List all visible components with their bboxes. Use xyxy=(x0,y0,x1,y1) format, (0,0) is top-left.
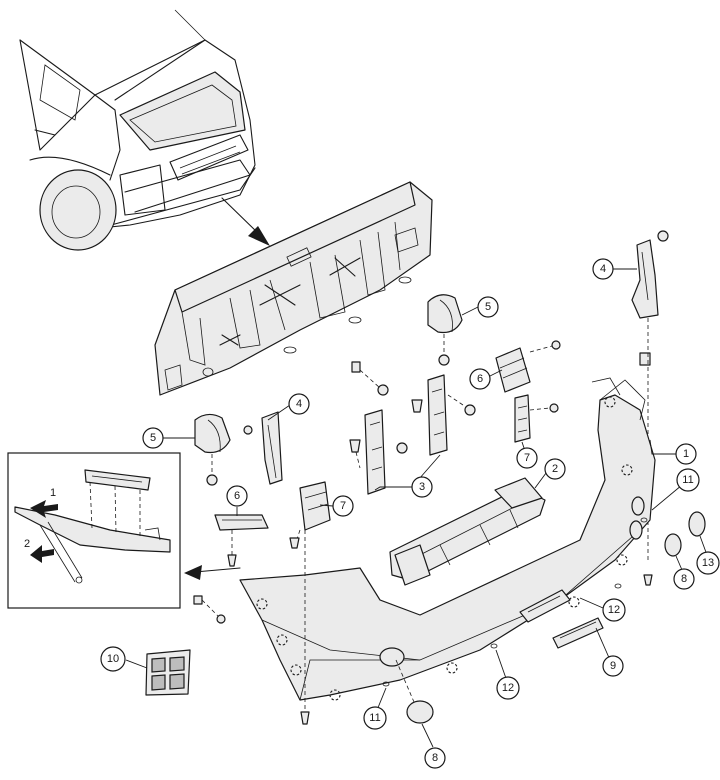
fog-lamp-lower xyxy=(194,413,231,486)
side-bracket-upper xyxy=(514,394,559,443)
svg-text:12: 12 xyxy=(608,604,620,616)
svg-text:8: 8 xyxy=(432,752,438,764)
callout-4-left: 4 xyxy=(288,393,310,415)
svg-text:3: 3 xyxy=(419,481,425,493)
energy-absorber xyxy=(389,477,546,586)
rear-reinforcement-beam xyxy=(154,181,433,396)
svg-text:6: 6 xyxy=(477,373,483,385)
callout-6-upper: 6 xyxy=(469,368,491,390)
svg-text:11: 11 xyxy=(369,712,380,724)
bumper-stay-pair xyxy=(349,361,476,495)
cover-cap-right xyxy=(688,511,706,537)
svg-text:6: 6 xyxy=(234,490,240,502)
svg-text:8: 8 xyxy=(681,573,687,585)
svg-text:9: 9 xyxy=(610,660,616,672)
retainer-clip-upper xyxy=(495,340,561,393)
callout-2: 2 xyxy=(544,458,566,480)
bracket-left-stay xyxy=(243,411,283,485)
callout-6-lower: 6 xyxy=(226,485,248,507)
inset-step-1: 1 xyxy=(50,487,56,499)
inset-step-2: 2 xyxy=(24,538,30,550)
callout-8-right: 8 xyxy=(673,568,695,590)
tow-hook-cap-right xyxy=(664,533,682,557)
callout-10: 10 xyxy=(100,646,126,672)
callout-12-right: 12 xyxy=(602,598,626,622)
callout-7-lower: 7 xyxy=(332,495,354,517)
tow-hook-cap-lower xyxy=(395,659,434,724)
callout-9: 9 xyxy=(602,655,624,677)
callout-11-right: 11 xyxy=(676,468,700,492)
vehicle-rear-illustration xyxy=(19,9,256,251)
svg-text:4: 4 xyxy=(296,398,302,410)
bottom-screws xyxy=(193,530,310,725)
svg-text:5: 5 xyxy=(485,301,491,313)
callout-5-upper: 5 xyxy=(477,296,499,318)
callout-3: 3 xyxy=(411,476,433,498)
svg-text:10: 10 xyxy=(107,653,119,665)
tow-hitch-cover xyxy=(145,649,191,696)
svg-text:12: 12 xyxy=(502,682,514,694)
inset-detail-box: 1 2 xyxy=(7,452,181,609)
callout-13: 13 xyxy=(696,551,720,575)
svg-text:4: 4 xyxy=(600,263,606,275)
callout-11-lower: 11 xyxy=(363,706,387,730)
fog-lamp-upper xyxy=(427,294,463,366)
side-bracket-lower xyxy=(289,481,331,549)
svg-text:1: 1 xyxy=(683,448,689,460)
callout-7-upper: 7 xyxy=(516,447,538,469)
callout-5-lower: 5 xyxy=(142,427,164,449)
callout-8-lower: 8 xyxy=(424,747,446,769)
callout-1: 1 xyxy=(675,443,697,465)
svg-text:2: 2 xyxy=(552,463,558,475)
pointer-arrow-inset xyxy=(184,565,241,580)
svg-text:7: 7 xyxy=(340,500,346,512)
pointer-arrow-vehicle xyxy=(221,197,270,246)
clip-locations xyxy=(256,396,633,701)
svg-text:11: 11 xyxy=(682,474,693,486)
retainer-clip-lower xyxy=(214,514,269,567)
callout-12-lower: 12 xyxy=(496,676,520,700)
svg-text:5: 5 xyxy=(150,432,156,444)
svg-text:7: 7 xyxy=(524,452,530,464)
rear-reflector xyxy=(552,617,604,649)
svg-text:13: 13 xyxy=(702,557,714,569)
rear-bumper-fascia xyxy=(239,377,656,701)
callout-4-right: 4 xyxy=(592,258,614,280)
